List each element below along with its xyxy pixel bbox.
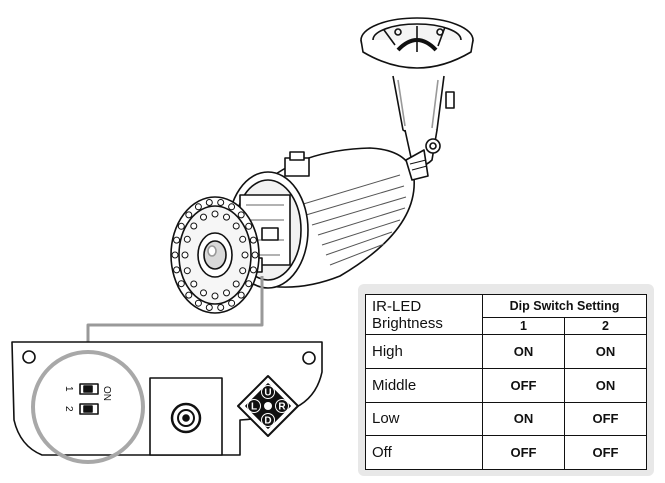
ir-led-brightness-table: IR-LED Brightness Dip Switch Setting 1 2… <box>365 294 648 470</box>
ir-led-dot <box>251 251 259 259</box>
row-label: Off <box>365 435 483 470</box>
ir-led-dot <box>228 299 236 307</box>
joystick-down-label: D <box>264 416 271 427</box>
table-row-header: IR-LED Brightness <box>365 294 483 335</box>
switch-1-value: ON <box>482 401 565 437</box>
ir-led-brightness-card: IR-LED Brightness Dip Switch Setting 1 2… <box>358 284 654 476</box>
table-row: High ON ON <box>365 334 648 369</box>
ir-led-dot <box>211 292 219 300</box>
dip-switch-highlight <box>31 350 145 464</box>
ir-led-dot <box>223 213 230 221</box>
table-row: Middle OFF ON <box>365 367 648 403</box>
ir-led-dot <box>171 251 179 259</box>
ir-led-dot <box>181 251 189 259</box>
ir-led-dot <box>183 235 191 243</box>
switch-2-value: OFF <box>563 435 648 470</box>
row-label: Middle <box>365 367 483 403</box>
ir-led-dot <box>194 299 202 307</box>
ir-led-dot <box>205 199 213 206</box>
ir-led-dot <box>173 266 181 274</box>
row-header-line2: Brightness <box>372 314 443 332</box>
dip-on-label: ON <box>101 386 112 401</box>
control-panel <box>11 341 323 456</box>
ir-led-dot <box>237 291 245 299</box>
switch-2-value: OFF <box>563 401 648 437</box>
dip-switch-setting-header: Dip Switch Setting <box>482 294 647 318</box>
ir-led-dot <box>190 222 198 230</box>
ir-led-dot <box>200 289 207 297</box>
ir-led-dot <box>232 222 240 230</box>
ir-led-dot <box>190 280 198 288</box>
ir-led-dot <box>177 280 185 288</box>
col-2-header: 2 <box>563 317 648 335</box>
dip-pos-2-label: 2 <box>63 406 74 412</box>
ir-led-dot <box>228 203 236 211</box>
table-row: Low ON OFF <box>365 401 648 437</box>
col-1-header: 1 <box>482 317 565 335</box>
switch-1-value: ON <box>482 334 565 369</box>
ir-led-dot <box>217 304 225 311</box>
ir-led-dot <box>237 211 245 219</box>
joystick-up-label: U <box>264 388 271 399</box>
ir-led-dot <box>249 236 257 244</box>
ir-led-dot <box>177 222 185 230</box>
joystick-left-label: L <box>251 402 257 413</box>
switch-2-value: ON <box>563 334 648 369</box>
ir-led-dot <box>245 222 253 230</box>
mount-arm <box>392 75 455 167</box>
ir-led-dot <box>185 291 193 299</box>
dip-switch <box>79 383 99 415</box>
joystick-right-label: R <box>278 402 286 413</box>
ir-led-dot <box>205 304 213 311</box>
switch-1-value: OFF <box>482 367 565 403</box>
ir-led-dot <box>249 266 257 274</box>
ir-led-dot <box>239 235 247 243</box>
ir-led-dot <box>239 267 247 275</box>
switch-1-value: OFF <box>482 435 565 470</box>
ir-led-dot <box>173 236 181 244</box>
ir-led-dot <box>223 289 230 297</box>
ir-led-dot <box>183 267 191 275</box>
switch-2-value: ON <box>563 367 648 403</box>
table-row: Off OFF OFF <box>365 435 648 470</box>
ir-led-dot <box>245 280 253 288</box>
ir-led-dot <box>185 211 193 219</box>
leader-line <box>86 276 264 352</box>
ir-led-dot <box>217 199 225 206</box>
ir-led-dot <box>211 210 219 218</box>
ir-led-dot <box>200 213 207 221</box>
mount-base <box>360 17 474 69</box>
row-header-line1: IR-LED <box>372 297 422 315</box>
row-label: High <box>365 334 483 369</box>
ir-led-dot <box>241 251 249 259</box>
dip-pos-1-label: 1 <box>63 386 74 392</box>
ir-led-dot <box>194 203 202 211</box>
row-label: Low <box>365 401 483 437</box>
ir-led-dot <box>232 280 240 288</box>
